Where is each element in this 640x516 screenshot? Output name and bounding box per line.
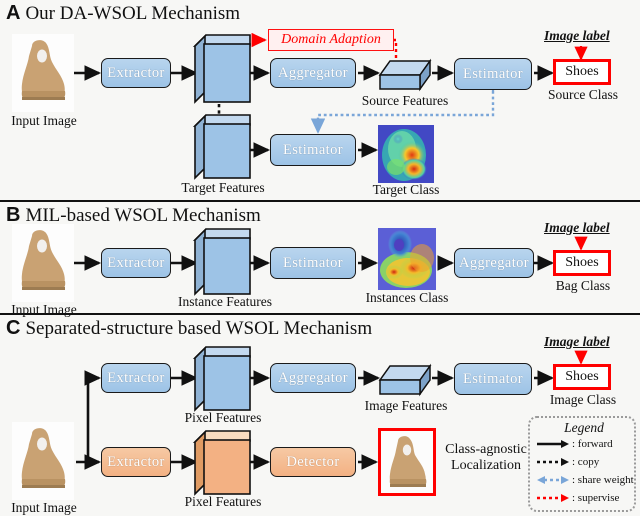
source-class-caption: Source Class (547, 87, 619, 102)
pixel-features-top-caption: Pixel Features (184, 410, 262, 425)
panel-c-title-text: Separated-structure based WSOL Mechanism (25, 318, 373, 339)
source-features-slab (378, 53, 434, 95)
aggregator-a[interactable]: Aggregator (270, 58, 356, 88)
estimator-a-top[interactable]: Estimator (454, 58, 532, 90)
legend-row-share-weight: : share weight (536, 474, 634, 486)
localization-image (378, 428, 436, 496)
domain-adaption-box[interactable]: Domain Adaption (268, 29, 394, 51)
detector-c[interactable]: Detector (270, 447, 356, 477)
extractor-b[interactable]: Extractor (101, 248, 171, 278)
legend-row-supervise: : supervise (536, 492, 619, 504)
shoes-class-a: Shoes (553, 59, 611, 85)
feature-cube-a-bottom (192, 112, 254, 180)
panel-b-title-text: MIL-based WSOL Mechanism (25, 205, 261, 226)
panel-a-title-text: Our DA-WSOL Mechanism (25, 3, 241, 24)
image-features-caption: Image Features (364, 398, 448, 413)
panel-c-letter: C (6, 317, 21, 339)
target-features-caption: Target Features (181, 180, 265, 195)
source-features-caption: Source Features (361, 93, 449, 108)
input-image-a-caption: Input Image (11, 113, 77, 128)
legend-label-copy: : copy (572, 456, 600, 468)
supervise-arrow-icon (536, 493, 570, 503)
image-class-caption: Image Class (549, 392, 617, 407)
estimator-c[interactable]: Estimator (454, 363, 532, 395)
copy-arrow-icon (536, 457, 570, 467)
input-image-b (12, 224, 74, 302)
image-features-slab (378, 358, 434, 400)
feature-cube-a-top (192, 32, 254, 106)
shoes-class-c: Shoes (553, 364, 611, 390)
aggregator-b[interactable]: Aggregator (454, 248, 534, 278)
instances-class-caption: Instances Class (365, 290, 449, 305)
legend-row-forward: : forward (536, 438, 613, 450)
target-class-caption: Target Class (372, 182, 440, 197)
panel-a-letter: A (6, 2, 21, 24)
legend-label-share-weight: : share weight (572, 474, 634, 486)
image-label-c: Image label (544, 334, 610, 349)
input-image-c (12, 422, 74, 500)
pixel-features-cube-bottom (192, 428, 254, 496)
pixel-features-bottom-caption: Pixel Features (184, 494, 262, 509)
legend-title: Legend (564, 420, 604, 435)
instances-class-heatmap (378, 228, 436, 290)
legend-row-copy: : copy (536, 456, 599, 468)
input-image-a (12, 34, 74, 112)
share-weight-arrow-icon (536, 475, 570, 485)
image-label-b: Image label (544, 220, 610, 235)
instance-features-cube (192, 226, 254, 298)
estimator-b[interactable]: Estimator (270, 247, 356, 279)
legend-box: Legend : forward : copy : share wei (528, 416, 636, 512)
legend-label-supervise: : supervise (572, 492, 620, 504)
extractor-c-bottom[interactable]: Extractor (101, 447, 171, 477)
panel-divider-a (0, 200, 640, 202)
bag-class-caption: Bag Class (555, 278, 611, 293)
legend-label-forward: : forward (572, 438, 613, 450)
image-label-a: Image label (544, 28, 610, 43)
extractor-c-top[interactable]: Extractor (101, 363, 171, 393)
target-class-heatmap (378, 125, 434, 183)
instance-features-caption: Instance Features (177, 294, 273, 309)
input-image-c-caption: Input Image (11, 500, 77, 515)
forward-arrow-icon (536, 439, 570, 449)
aggregator-c[interactable]: Aggregator (270, 363, 356, 393)
panel-divider-b (0, 313, 640, 315)
extractor-a[interactable]: Extractor (101, 58, 171, 88)
class-agnostic-localization-caption: Class-agnostic Localization (445, 442, 527, 473)
pixel-features-cube-top (192, 344, 254, 412)
panel-b-letter: B (6, 204, 21, 226)
shoes-class-b: Shoes (553, 250, 611, 276)
estimator-a-bottom[interactable]: Estimator (270, 134, 356, 166)
